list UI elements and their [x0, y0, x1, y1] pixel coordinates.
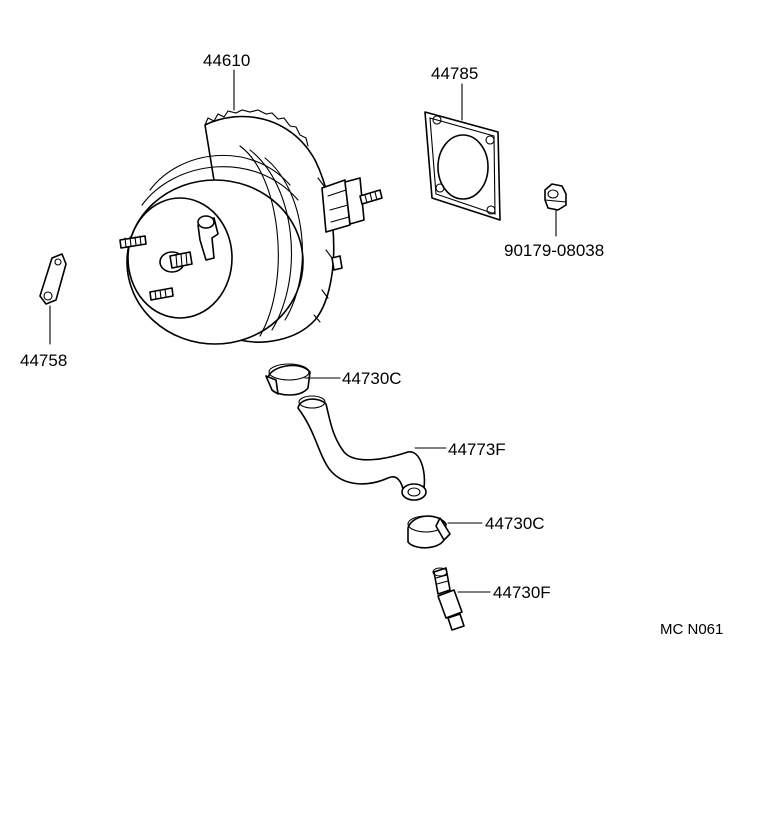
gasket: [424, 111, 501, 221]
label-clamp-lower: 44730C: [485, 514, 545, 533]
booster-front-stud: [119, 235, 147, 249]
booster-pushrod: [159, 251, 193, 273]
nut: [544, 183, 567, 211]
drawing-code: MC N061: [660, 621, 723, 638]
brake-booster: [119, 109, 383, 345]
label-check-valve: 44730F: [493, 583, 551, 602]
leader-lines: [49, 69, 557, 593]
label-nut: 90179-08038: [504, 241, 604, 260]
bracket-plate: [39, 253, 67, 305]
label-gasket: 44785: [431, 64, 478, 83]
label-plate: 44758: [20, 351, 67, 370]
booster-vacuum-port: [197, 215, 219, 261]
label-booster: 44610: [203, 51, 250, 70]
upper-clamp: [265, 363, 311, 396]
label-hose: 44773F: [448, 440, 506, 459]
vacuum-hose: [297, 395, 427, 501]
booster-rear-boss: [321, 177, 383, 271]
check-valve: [432, 567, 465, 631]
lower-clamp: [407, 515, 451, 549]
booster-front-stud: [149, 287, 174, 301]
label-clamp-upper: 44730C: [342, 369, 402, 388]
